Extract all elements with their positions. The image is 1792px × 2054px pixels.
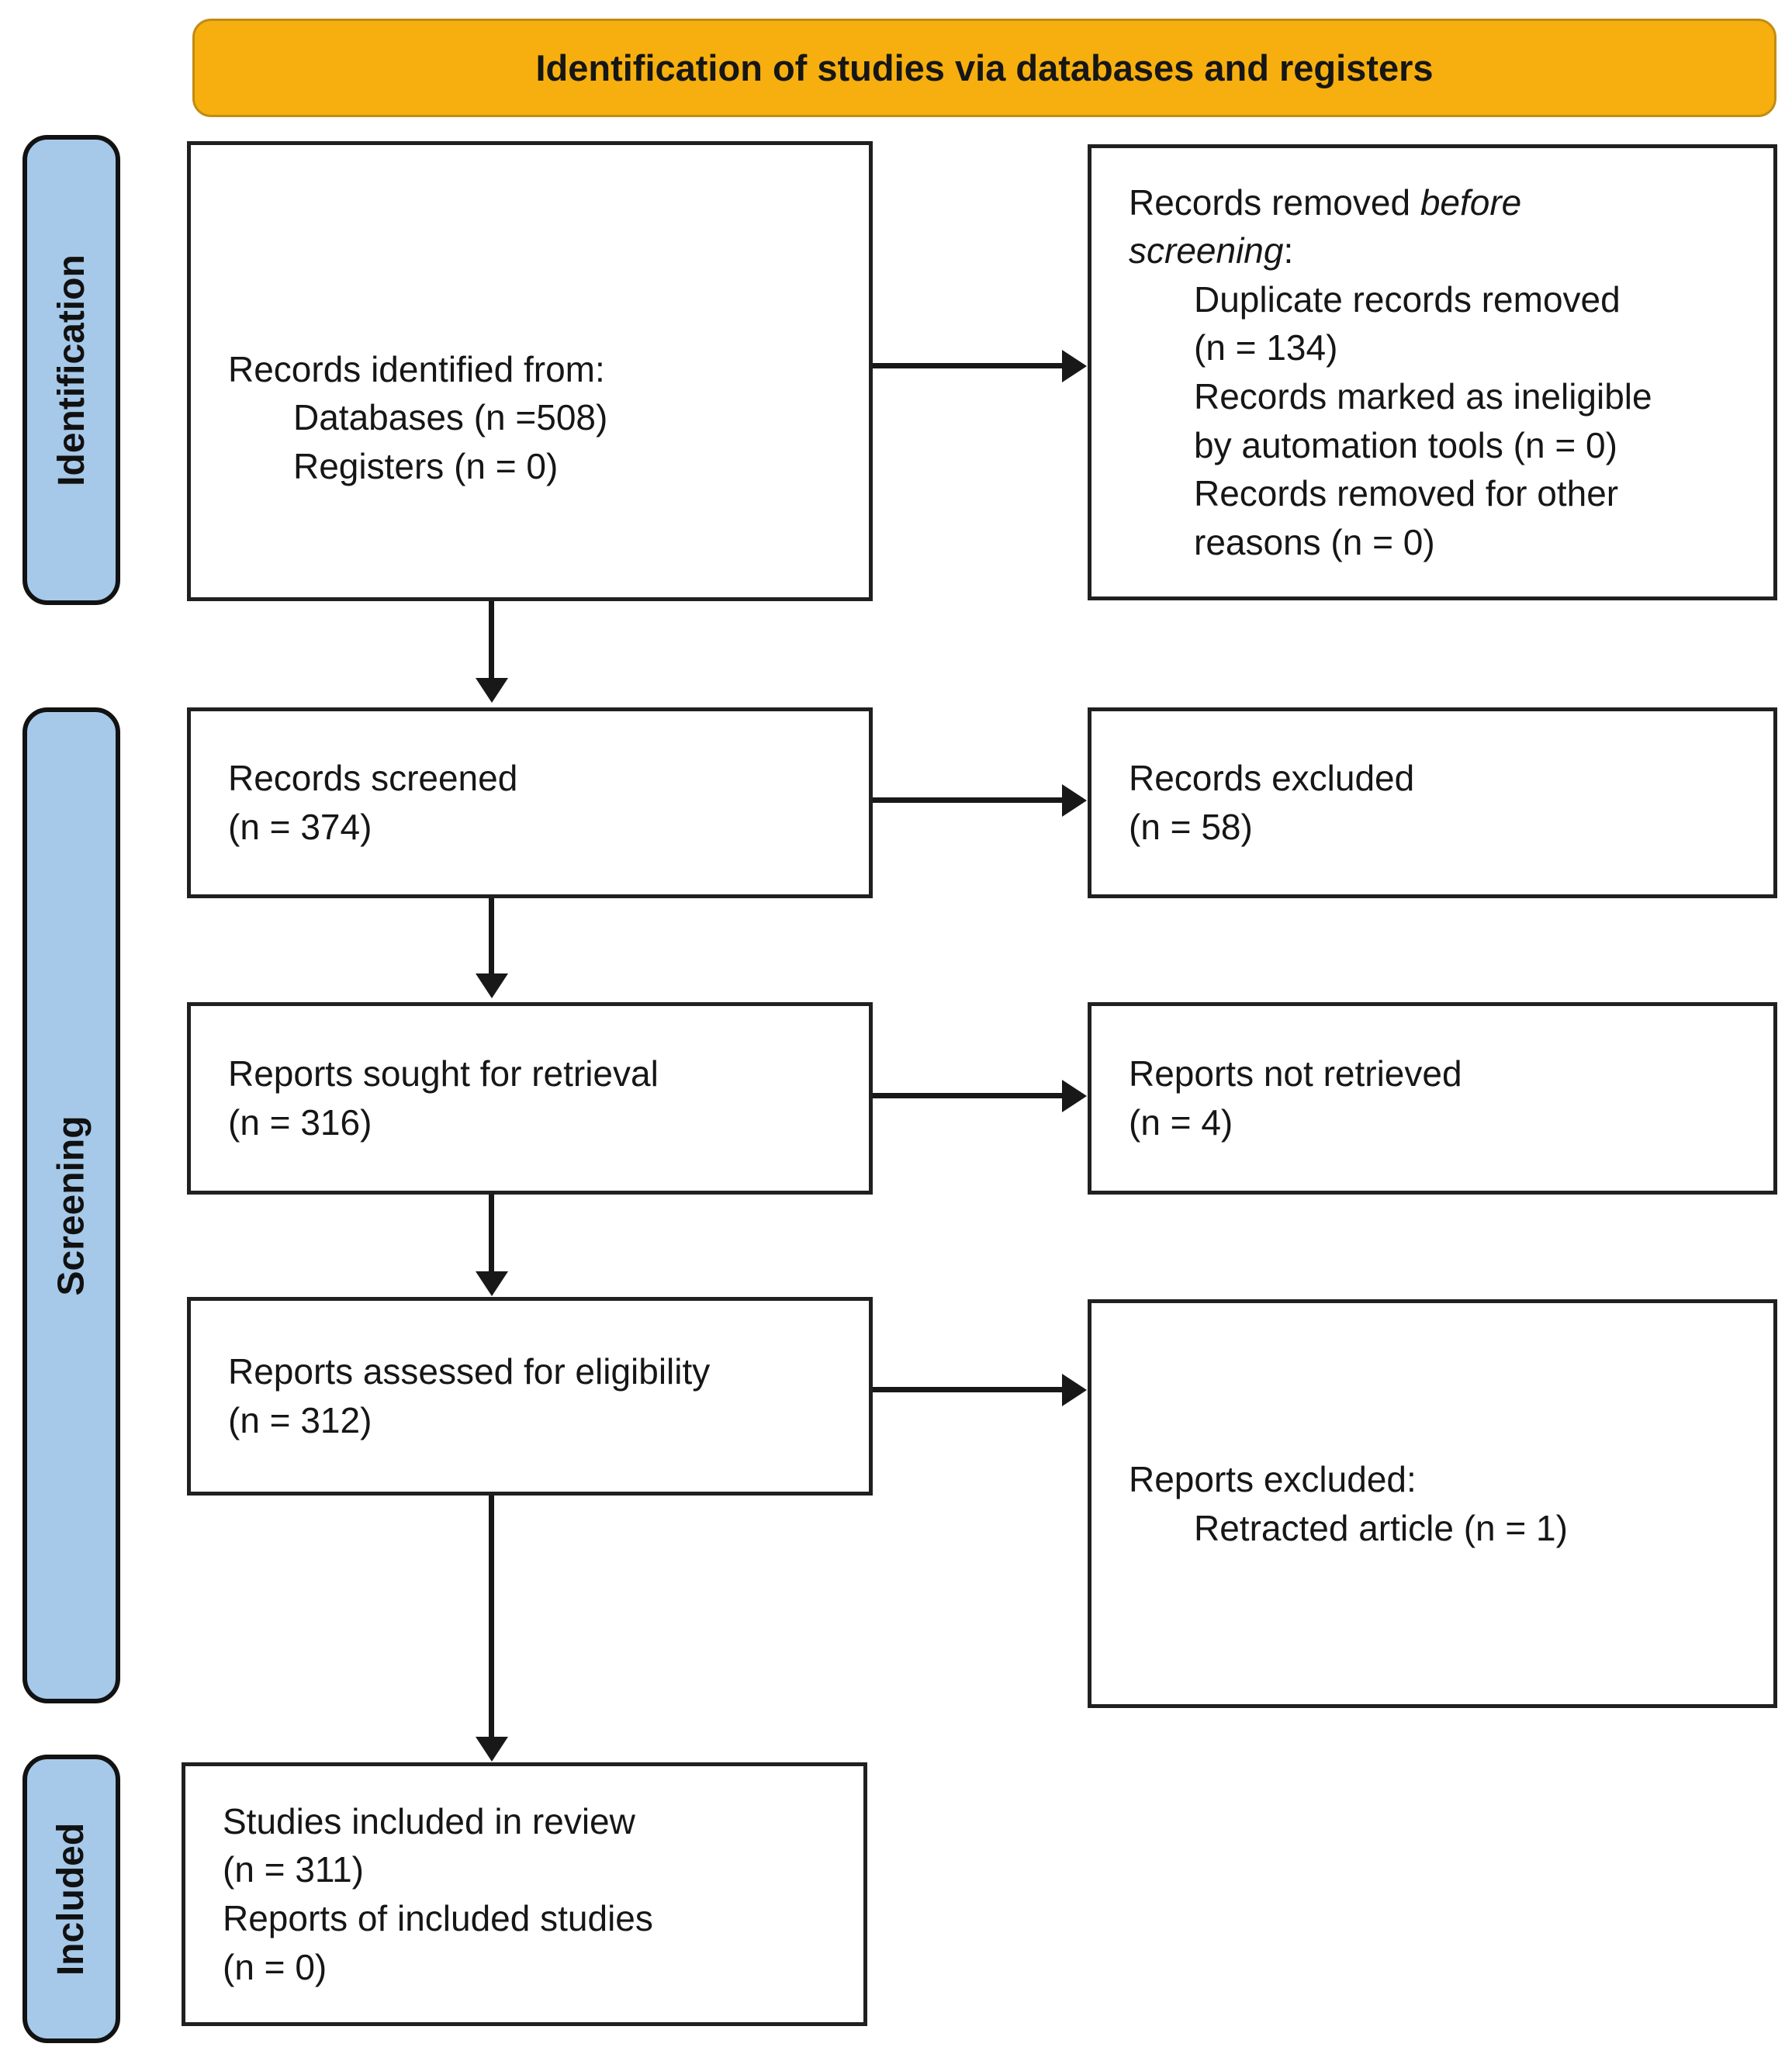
box-line: Records removed for other	[1194, 473, 1619, 514]
box-line: reasons (n = 0)	[1194, 521, 1435, 562]
box-records-identified: Records identified from: Databases (n =5…	[187, 141, 873, 601]
box-line: Records removed before	[1129, 182, 1522, 223]
box-line: Studies included in review	[223, 1800, 635, 1841]
box-line: (n = 316)	[228, 1102, 372, 1143]
box-line: (n = 134)	[1194, 327, 1338, 368]
box-records-removed: Records removed before screening: Duplic…	[1088, 144, 1777, 600]
box-line: Reports assessed for eligibility	[228, 1351, 711, 1392]
box-line: Records marked as ineligible	[1194, 376, 1652, 417]
box-line: Records identified from:	[228, 348, 605, 389]
arrow-identified-to-screened	[489, 601, 494, 679]
phase-label-identification: Identification	[22, 135, 120, 605]
phase-label-screening: Screening	[22, 707, 120, 1703]
box-line: (n = 311)	[223, 1849, 364, 1890]
box-line: (n = 58)	[1129, 807, 1253, 847]
diagram-title: Identification of studies via databases …	[535, 47, 1434, 88]
box-line: by automation tools (n = 0)	[1194, 424, 1617, 465]
box-reports-assessed: Reports assessed for eligibility (n = 31…	[187, 1297, 873, 1496]
box-records-screened: Records screened (n = 374)	[187, 707, 873, 898]
box-line: Databases (n =508)	[293, 397, 608, 438]
box-line: screening:	[1129, 230, 1294, 271]
arrow-assessed-to-reports-excluded	[873, 1387, 1063, 1392]
box-studies-included: Studies included in review (n = 311) Rep…	[182, 1762, 867, 2026]
phase-label-identification-text: Identification	[50, 254, 92, 486]
arrow-sought-to-not-retrieved	[873, 1093, 1063, 1098]
phase-label-included-text: Included	[50, 1822, 92, 1976]
box-line: Reports excluded:	[1129, 1458, 1417, 1499]
box-line: (n = 0)	[223, 1946, 327, 1987]
arrow-screened-to-sought	[489, 898, 494, 974]
arrow-assessed-to-included	[489, 1496, 494, 1738]
box-reports-sought: Reports sought for retrieval (n = 316)	[187, 1002, 873, 1195]
box-line: (n = 312)	[228, 1400, 372, 1440]
phase-label-included: Included	[22, 1755, 120, 2043]
phase-label-screening-text: Screening	[50, 1115, 92, 1296]
box-line: Reports of included studies	[223, 1898, 653, 1938]
arrow-screened-to-excluded	[873, 797, 1063, 803]
box-line: Registers (n = 0)	[293, 445, 559, 486]
diagram-title-banner: Identification of studies via databases …	[192, 19, 1776, 117]
arrow-sought-to-assessed	[489, 1195, 494, 1272]
box-line: (n = 4)	[1129, 1102, 1233, 1143]
box-records-excluded: Records excluded (n = 58)	[1088, 707, 1777, 898]
box-line: Reports not retrieved	[1129, 1053, 1462, 1094]
arrow-identified-to-removed	[873, 363, 1063, 368]
box-line: Records screened	[228, 758, 518, 799]
box-reports-not-retrieved: Reports not retrieved (n = 4)	[1088, 1002, 1777, 1195]
box-line: (n = 374)	[228, 807, 372, 847]
box-reports-excluded: Reports excluded: Retracted article (n =…	[1088, 1299, 1777, 1708]
box-line: Reports sought for retrieval	[228, 1053, 659, 1094]
box-line: Retracted article (n = 1)	[1194, 1507, 1568, 1548]
box-line: Records excluded	[1129, 758, 1415, 799]
box-line: Duplicate records removed	[1194, 278, 1621, 320]
